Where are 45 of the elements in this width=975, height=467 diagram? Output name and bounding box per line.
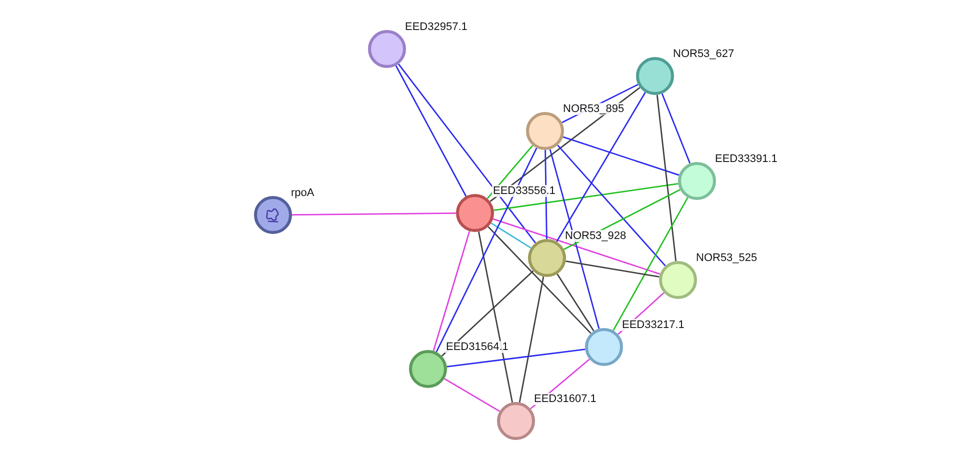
interaction-line [446,348,586,368]
interaction-line [432,230,470,352]
node-label: EED32957.1 [404,21,468,33]
protein-node-circle [497,402,535,440]
interaction-line [292,212,456,216]
interaction-line [395,65,467,197]
node-label: EED33556.1 [492,185,556,197]
interaction-line [444,378,500,412]
interaction-line [492,218,660,275]
interaction-line [494,183,678,211]
protein-node-circle [368,30,406,68]
node-label: rpoA [290,187,316,199]
node-label: EED33391.1 [714,153,778,165]
interaction-line [436,148,538,352]
interaction-line [478,232,514,402]
protein-node-circle [409,350,447,388]
protein-node-circle [526,112,564,150]
protein-node-circle [528,239,566,277]
protein-node-circle [254,196,292,234]
interaction-line [549,149,600,329]
interaction-line [398,64,536,244]
interaction-line [556,274,594,332]
protein-node-circle [678,162,716,200]
interaction-line [544,150,548,239]
node-label: NOR53_895 [562,103,626,115]
node-label: EED33217.1 [621,319,686,331]
interaction-line [488,226,592,334]
interaction-line [566,260,660,278]
interaction-line [557,144,666,266]
node-label: NOR53_525 [695,252,758,264]
node-label: NOR53_627 [672,48,736,60]
interaction-line [556,92,646,242]
protein-node-circle [585,328,623,366]
protein-node-circle [659,261,697,299]
node-label: EED31564.1 [445,341,510,353]
interaction-line [612,197,688,331]
interaction-line [656,94,677,262]
interaction-line [518,276,544,402]
protein-node-circle [636,57,674,95]
interaction-line [490,222,532,249]
node-label: EED31607.1 [533,393,598,405]
protein-node-circle [456,194,494,232]
interaction-line [661,93,691,164]
interaction-line [562,136,680,176]
node-label: NOR53_928 [564,230,628,242]
